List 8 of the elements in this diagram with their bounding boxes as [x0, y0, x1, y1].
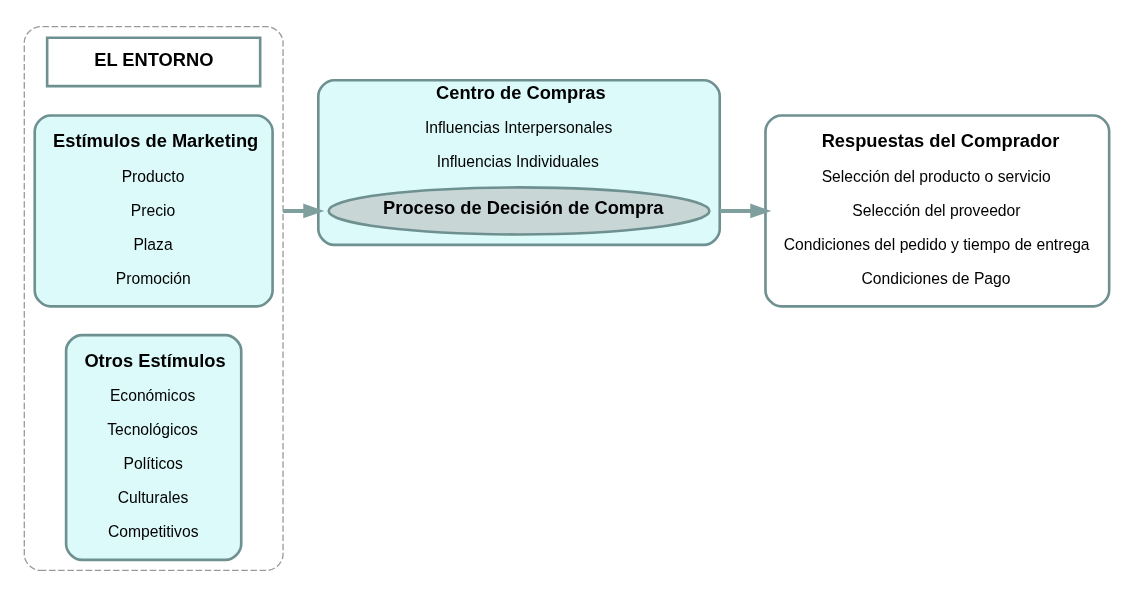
node-box: Estímulos de Marketing Producto Precio Plaza Promoción	[33, 114, 274, 308]
node-box: Respuestas del Comprador Selección del producto o servicio Selección del proveedor Condiciones del pedido y tiempo de entrega Condiciones de Pago	[764, 114, 1111, 308]
node-box: EL ENTORNO	[45, 36, 262, 88]
node-box: Otros Estímulos Económicos Tecnológicos Políticos Culturales Competitivos	[64, 333, 243, 562]
arrow	[719, 203, 772, 219]
arrow	[283, 203, 325, 219]
node-ellipse: Proceso de Decisión de Compra	[327, 186, 711, 236]
cluster	[23, 26, 284, 571]
